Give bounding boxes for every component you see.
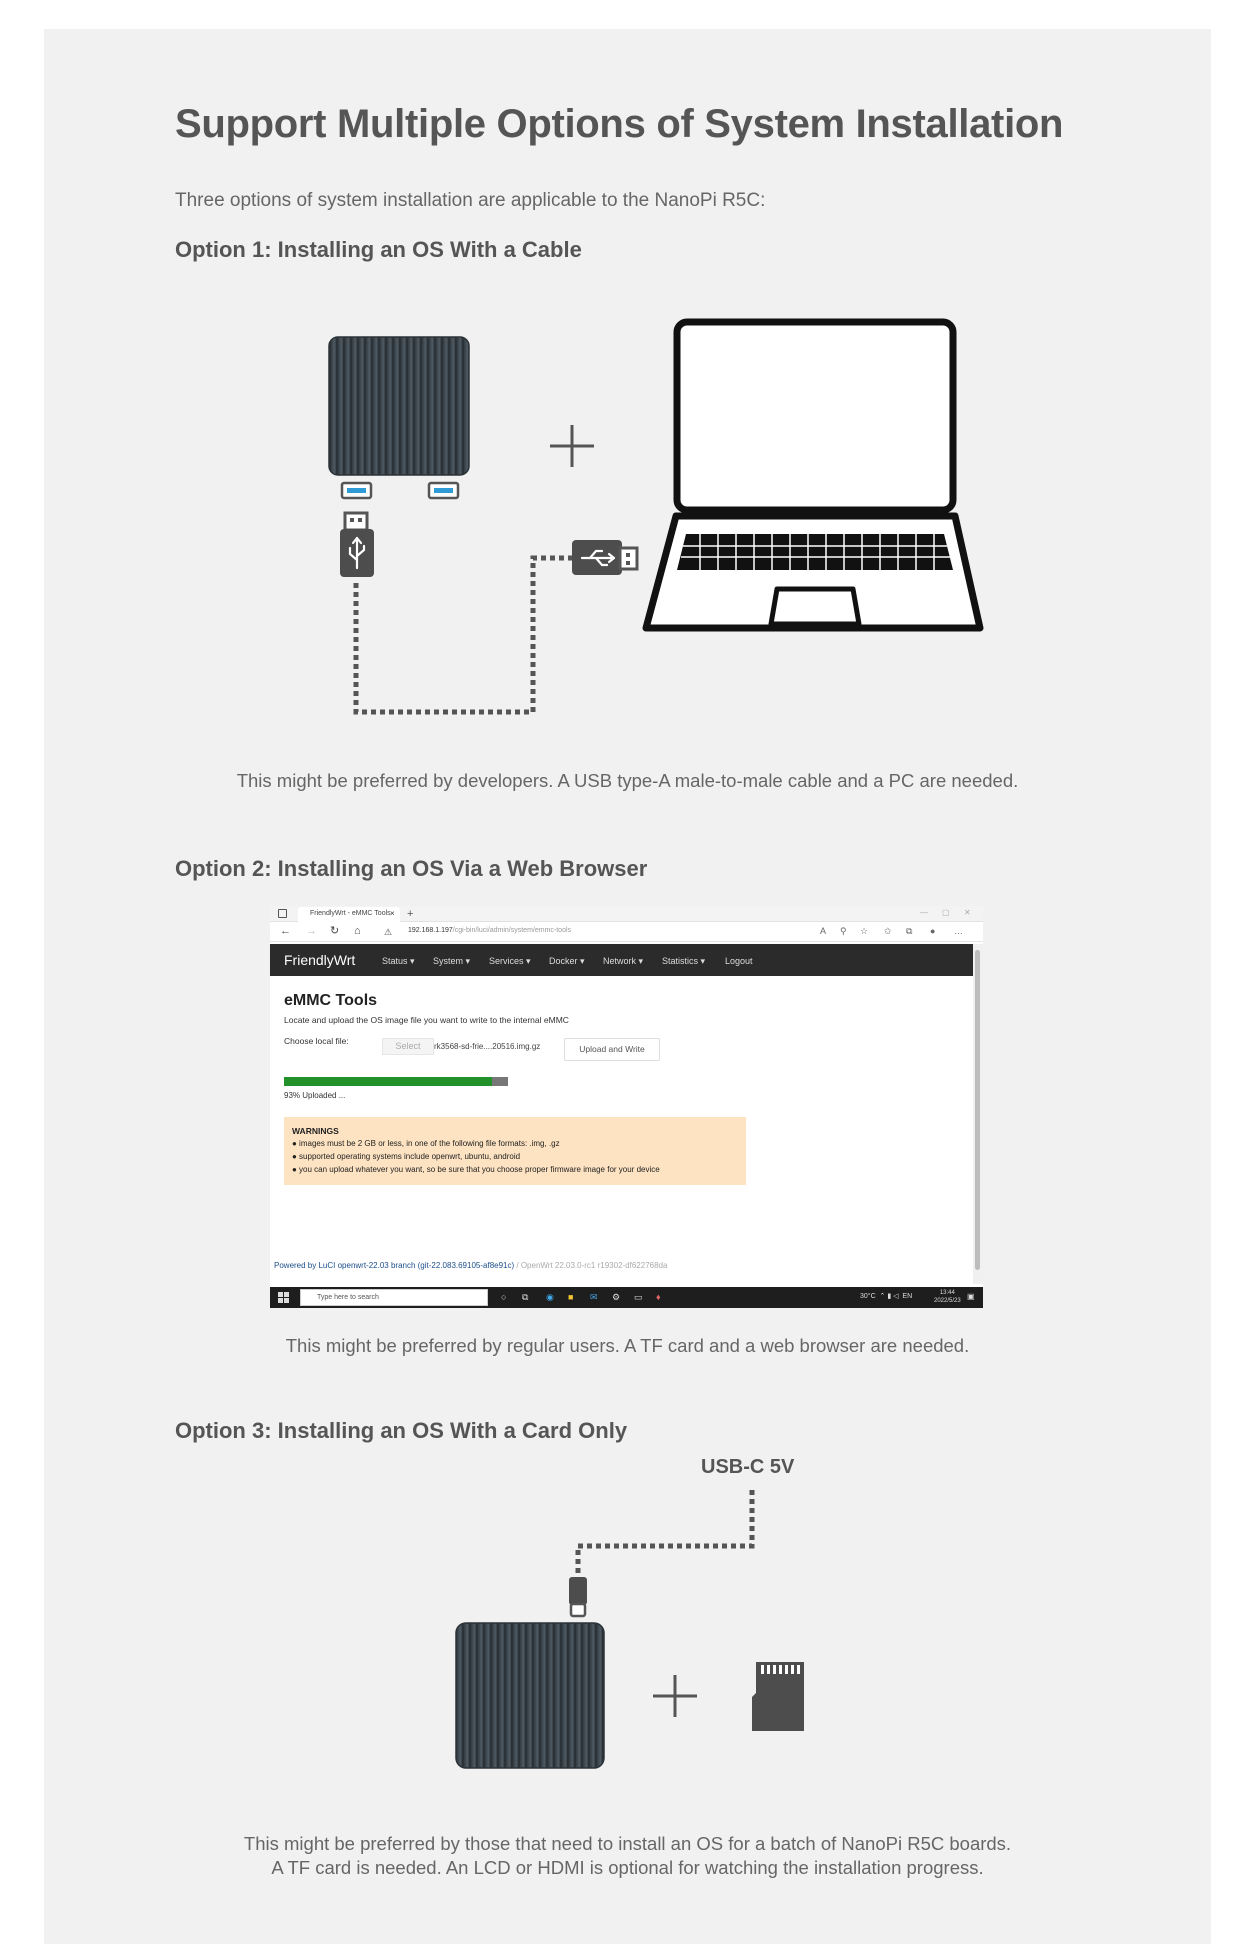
browser-tab[interactable]: FriendlyWrt - eMMC Tools xyxy=(298,907,400,922)
option3-caption-line1: This might be preferred by those that ne… xyxy=(243,1833,1012,1854)
taskbar-search-placeholder: Type here to search xyxy=(317,1294,379,1301)
browser-screenshot: FriendlyWrt - eMMC Tools × + — ▢ ✕ ← → ↻… xyxy=(270,906,983,1308)
emmc-tools-title: eMMC Tools xyxy=(284,992,378,1009)
pinned-app-icon[interactable]: ♦ xyxy=(656,1292,661,1302)
system-tray[interactable]: 30°C ⌃ ▮ ◁ EN xyxy=(860,1293,913,1300)
laptop-icon xyxy=(642,318,984,632)
option3-heading: Option 3: Installing an OS With a Card O… xyxy=(175,1418,628,1443)
maximize-icon[interactable]: ▢ xyxy=(942,908,950,917)
option1-caption: This might be preferred by developers. A… xyxy=(236,770,1019,791)
windows-taskbar: Type here to search ○ ⧉ ◉ ■ ✉ ⚙ ▭ ♦ 30°C… xyxy=(270,1287,983,1308)
forward-icon[interactable]: → xyxy=(306,925,317,937)
warnings-title: WARNINGS xyxy=(292,1126,339,1136)
url-host: 192.168.1.197 xyxy=(408,927,453,934)
nanopi-device-icon xyxy=(328,336,470,476)
luci-nav-bar: FriendlyWrt Status ▾ System ▾ Services ▾… xyxy=(270,944,973,976)
menu-status[interactable]: Status ▾ xyxy=(382,956,415,966)
taskbar-search-input[interactable]: Type here to search xyxy=(300,1289,488,1306)
zoom-icon[interactable]: ⚲ xyxy=(840,926,847,936)
usb-plug-icon xyxy=(340,511,374,577)
taskbar-clock[interactable]: 13:44 2022/5/23 xyxy=(934,1289,961,1305)
warning-item: ● images must be 2 GB or less, in one of… xyxy=(292,1139,560,1148)
notifications-icon[interactable]: ▣ xyxy=(967,1292,975,1301)
intro-text: Three options of system installation are… xyxy=(175,190,766,211)
warning-icon: ⚠ xyxy=(384,927,393,937)
scrollbar-thumb[interactable] xyxy=(975,950,980,1270)
weather-temp: 30°C xyxy=(860,1293,876,1300)
option1-heading: Option 1: Installing an OS With a Cable xyxy=(175,237,582,262)
url-path: /cgi-bin/luci/admin/system/emmc-tools xyxy=(452,927,572,934)
warning-item: ● you can upload whatever you want, so b… xyxy=(292,1165,660,1174)
terminal-icon[interactable]: ▭ xyxy=(634,1292,643,1302)
openwrt-version: / OpenWrt 22.03.0-rc1 r19302-df622768da xyxy=(514,1261,668,1270)
usb-port-icon xyxy=(340,481,373,500)
windows-start-icon[interactable] xyxy=(278,1292,289,1303)
clock-time: 13:44 xyxy=(939,1290,955,1296)
profile-icon[interactable]: ● xyxy=(930,926,936,936)
clock-date: 2022/5/23 xyxy=(934,1298,961,1304)
close-window-icon[interactable]: ✕ xyxy=(964,908,971,917)
menu-network[interactable]: Network ▾ xyxy=(603,956,644,966)
read-aloud-icon[interactable]: A xyxy=(820,926,827,936)
brand-logo[interactable]: FriendlyWrt xyxy=(284,952,356,968)
home-icon[interactable]: ⌂ xyxy=(354,925,361,937)
usb-c-power-label: USB-C 5V xyxy=(701,1456,795,1478)
favorites-icon[interactable]: ✩ xyxy=(884,926,892,936)
emmc-tools-description: Locate and upload the OS image file you … xyxy=(284,1015,569,1025)
menu-logout[interactable]: Logout xyxy=(725,956,753,966)
option2-caption: This might be preferred by regular users… xyxy=(285,1335,970,1356)
option2-heading: Option 2: Installing an OS Via a Web Bro… xyxy=(175,856,648,881)
browser-window-icon xyxy=(278,909,287,918)
tab-close-icon[interactable]: × xyxy=(390,909,395,918)
mail-icon[interactable]: ✉ xyxy=(590,1292,598,1302)
select-file-button[interactable]: Select xyxy=(382,1038,434,1055)
usb-cable xyxy=(353,555,572,715)
choose-file-label: Choose local file: xyxy=(284,1036,349,1046)
refresh-icon[interactable]: ↻ xyxy=(330,925,340,937)
upload-progress-text: 93% Uploaded ... xyxy=(284,1091,346,1100)
edge-icon[interactable]: ◉ xyxy=(546,1292,554,1302)
upload-progress-fill xyxy=(284,1077,492,1086)
tab-title: FriendlyWrt - eMMC Tools xyxy=(310,910,391,917)
usb-port-icon xyxy=(427,481,460,500)
upload-and-write-button[interactable]: Upload and Write xyxy=(564,1038,660,1061)
back-icon[interactable]: ← xyxy=(280,925,291,937)
network-app-icon[interactable]: ⚙ xyxy=(612,1292,621,1302)
new-tab-icon[interactable]: + xyxy=(407,908,414,920)
language-indicator: EN xyxy=(902,1293,913,1300)
more-icon[interactable]: … xyxy=(954,926,963,936)
menu-services[interactable]: Services ▾ xyxy=(489,956,531,966)
file-explorer-icon[interactable]: ■ xyxy=(568,1292,574,1302)
option3-caption-line2: A TF card is needed. An LCD or HDMI is o… xyxy=(271,1857,984,1878)
collections-icon[interactable]: ⧉ xyxy=(906,926,913,936)
plus-icon xyxy=(550,425,594,467)
page-title: Support Multiple Options of System Insta… xyxy=(175,102,1064,146)
task-view-icon[interactable]: ⧉ xyxy=(522,1292,529,1302)
menu-docker[interactable]: Docker ▾ xyxy=(549,956,585,966)
address-bar: ← → ↻ ⌂ ⚠ 192.168.1.197/cgi-bin/luci/adm… xyxy=(270,922,983,942)
url-field[interactable]: 192.168.1.197/cgi-bin/luci/admin/system/… xyxy=(408,927,571,934)
cortana-icon[interactable]: ○ xyxy=(501,1292,507,1302)
usb-plug-icon xyxy=(572,540,639,575)
menu-system[interactable]: System ▾ xyxy=(433,956,471,966)
menu-statistics[interactable]: Statistics ▾ xyxy=(662,956,706,966)
luci-footer-link[interactable]: Powered by LuCI openwrt-22.03 branch (gi… xyxy=(274,1261,515,1270)
warnings-box: WARNINGS ● images must be 2 GB or less, … xyxy=(284,1117,746,1185)
luci-footer: Powered by LuCI openwrt-22.03 branch (gi… xyxy=(274,1261,667,1270)
favorite-add-icon[interactable]: ☆ xyxy=(860,926,869,936)
browser-tab-bar: FriendlyWrt - eMMC Tools × + — ▢ ✕ xyxy=(270,906,983,922)
warning-item: ● supported operating systems include op… xyxy=(292,1152,521,1161)
selected-file-name: rk3568-sd-frie....20516.img.gz xyxy=(434,1042,541,1051)
minimize-icon[interactable]: — xyxy=(920,908,928,917)
